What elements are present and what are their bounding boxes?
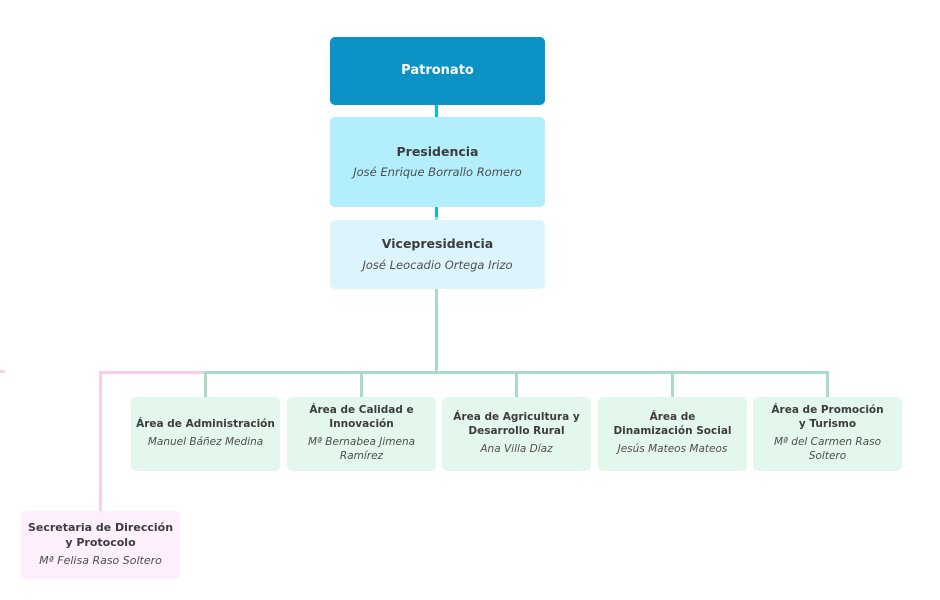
node-title: Presidencia [396, 143, 479, 159]
node-title: Área de Administración [136, 418, 275, 431]
node-person-name: Mª Bernabea Jimena Ramírez [307, 436, 416, 462]
connector-presidencia-vicepresidencia-tip [435, 217, 438, 221]
connector-patronato-presidencia [435, 105, 438, 117]
clipped-connector-dash [0, 370, 5, 373]
node-presidencia: Presidencia José Enrique Borrallo Romero [330, 117, 545, 207]
node-person-name: Jesús Mateos Mateos [617, 442, 728, 455]
node-title: Área de Agricultura y Desarrollo Rural [453, 411, 580, 438]
node-area-dinamizacion-social: Área de Dinamización Social Jesús Mateos… [598, 397, 747, 471]
node-area-administracion: Área de Administración Manuel Báñez Medi… [131, 397, 280, 471]
connector-presidencia-vicepresidencia [435, 207, 438, 217]
connector-drop-agricultura [515, 374, 518, 397]
node-area-agricultura-desarrollo: Área de Agricultura y Desarrollo Rural A… [442, 397, 591, 471]
node-person-name: Manuel Báñez Medina [147, 436, 264, 448]
connector-drop-calidad [360, 374, 363, 397]
connector-secretary-drop [99, 374, 102, 511]
node-person-name: José Enrique Borrallo Romero [353, 165, 522, 180]
node-person-name: Ana Villa Díaz [480, 442, 553, 455]
node-title: Área de Promoción y Turismo [771, 404, 884, 431]
node-title: Patronato [401, 63, 474, 79]
connector-bus-pink-segment [99, 371, 204, 374]
connector-drop-administracion [204, 374, 207, 397]
node-title: Área de Dinamización Social [613, 411, 732, 438]
node-person-name: Mª Felisa Raso Soltero [39, 554, 162, 568]
node-patronato: Patronato [330, 37, 545, 105]
connector-bus-green-segment [204, 371, 829, 374]
node-title: Vicepresidencia [381, 236, 494, 252]
node-vicepresidencia: Vicepresidencia José Leocadio Ortega Iri… [330, 220, 545, 289]
node-person-name: Mª del Carmen Raso Soltero [773, 436, 882, 462]
node-person-name: José Leocadio Ortega Irizo [362, 257, 513, 272]
node-title: Secretaria de Dirección y Protocolo [27, 521, 174, 549]
connector-vicepresidencia-bus [435, 289, 438, 372]
node-secretaria-direccion-protocolo: Secretaria de Dirección y Protocolo Mª F… [21, 511, 180, 579]
node-area-promocion-turismo: Área de Promoción y Turismo Mª del Carme… [753, 397, 902, 471]
node-title: Área de Calidad e Innovación [309, 404, 414, 431]
connector-drop-dinamizacion [671, 374, 674, 397]
connector-drop-promocion [826, 374, 829, 397]
node-area-calidad-innovacion: Área de Calidad e Innovación Mª Bernabea… [287, 397, 436, 471]
